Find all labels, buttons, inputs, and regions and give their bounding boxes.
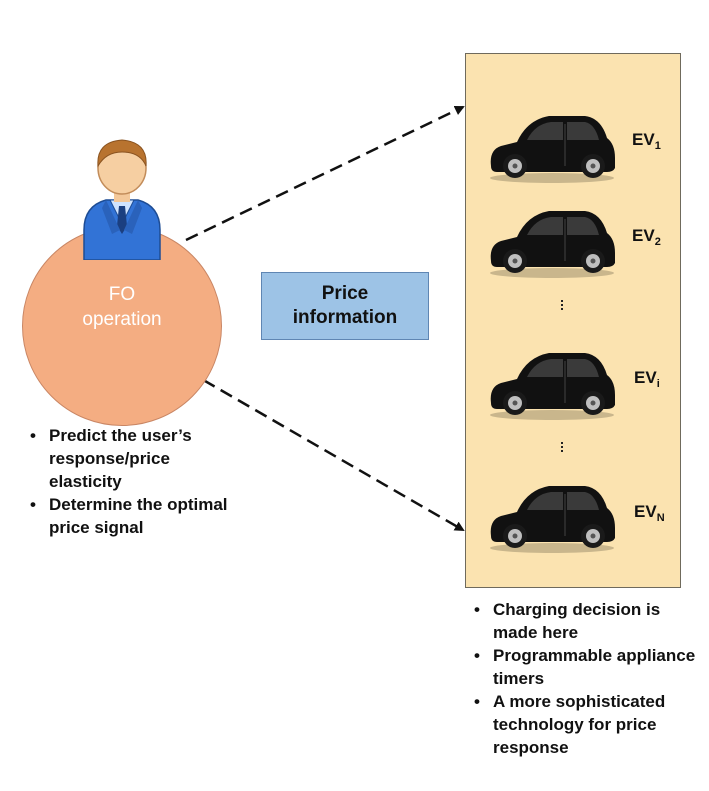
dashed-arrow-top — [185, 105, 465, 242]
ev-label-1: EV1 — [632, 130, 661, 152]
ev-label-2-text: EV — [632, 226, 655, 245]
ev-label-2-sub: 2 — [654, 236, 661, 248]
ev-features-list: Charging decision is made here Programma… — [470, 598, 705, 759]
ev-label-2: EV2 — [632, 226, 661, 248]
fo-label-line2: operation — [82, 309, 162, 330]
price-box-line2: information — [292, 307, 398, 328]
dashed-arrow-bottom — [185, 368, 465, 532]
ev-car-image-i — [489, 352, 616, 421]
fo-label-line1: FO — [108, 284, 136, 305]
vertical-ellipsis-2 — [559, 440, 565, 454]
ev-label-i: EVi — [634, 368, 660, 390]
operator-user-icon — [83, 139, 161, 260]
ev-label-1-sub: 1 — [654, 140, 661, 152]
ev-feature-item: A more sophisticated technology for pric… — [470, 690, 705, 759]
vertical-ellipsis-1 — [559, 298, 565, 312]
ev-label-i-text: EV — [634, 368, 657, 387]
ev-label-i-sub: i — [656, 378, 660, 390]
ev-feature-item: Programmable appliance timers — [470, 644, 705, 690]
ev-car-image-1 — [489, 115, 616, 184]
ev-label-n-sub: N — [656, 512, 665, 524]
ev-car-image-2 — [489, 210, 616, 279]
ev-label-n-text: EV — [634, 502, 657, 521]
price-information-box: Price information — [261, 272, 429, 340]
fo-task-item: Predict the user’s response/price elasti… — [26, 424, 241, 493]
fo-operation-label: FO operation — [22, 282, 222, 332]
ev-car-image-n — [489, 485, 616, 554]
ev-label-1-text: EV — [632, 130, 655, 149]
fo-task-item: Determine the optimal price signal — [26, 493, 241, 539]
fo-tasks-list: Predict the user’s response/price elasti… — [26, 424, 241, 539]
ev-feature-item: Charging decision is made here — [470, 598, 705, 644]
ev-label-n: EVN — [634, 502, 665, 524]
price-box-line1: Price — [321, 283, 369, 304]
